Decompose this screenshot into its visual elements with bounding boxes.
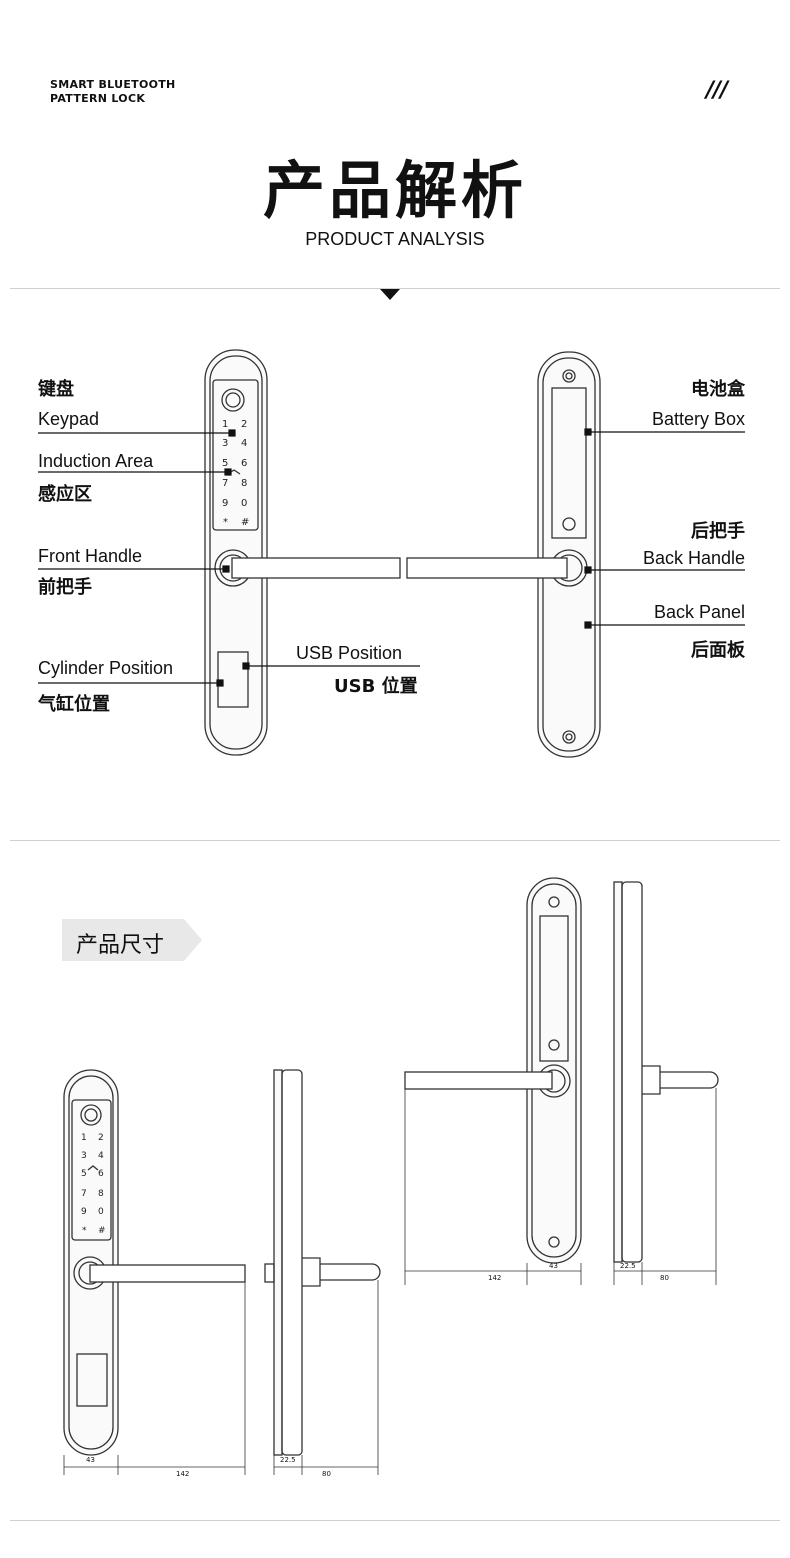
svg-text:#: # (98, 1226, 106, 1236)
back-panel-label-en: Back Panel (653, 602, 745, 622)
svg-text:0: 0 (98, 1207, 104, 1217)
back-panel-drawing (406, 351, 601, 758)
usb-label-cn: USB 位置 (334, 676, 418, 697)
size-tag-label: 产品尺寸 (76, 933, 165, 958)
dim-thickness-left: 22.5 (280, 1456, 296, 1464)
svg-text:6: 6 (98, 1169, 104, 1179)
svg-text:9: 9 (81, 1207, 87, 1217)
leader-lines (38, 428, 745, 687)
svg-text:#: # (241, 517, 249, 528)
back-handle-label-cn: 后把手 (691, 521, 745, 542)
svg-text:*: * (223, 517, 228, 528)
size-tag (62, 919, 184, 961)
size-front-drawing (63, 1069, 246, 1475)
front-handle-label-en: Front Handle (38, 546, 143, 566)
page-title: 产品解析 (262, 154, 527, 227)
size-front-keypad-digits: 1 2 3 4 5 6 7 8 9 0 * # (81, 1133, 106, 1236)
front-handle-label-cn: 前把手 (38, 577, 92, 598)
svg-text:2: 2 (241, 419, 247, 430)
divider-bottom (10, 1520, 780, 1521)
keypad-label-cn: 键盘 (38, 379, 74, 400)
slashes-icon: /// (706, 78, 728, 103)
front-panel-drawing (204, 349, 401, 756)
battery-label-en: Battery Box (651, 409, 745, 429)
dim-width-back: 43 (549, 1262, 558, 1270)
front-keypad-digits: 1 2 3 4 5 6 7 8 9 0 * # (222, 419, 249, 528)
dim-depth-right: 80 (660, 1274, 669, 1282)
section-arrow-icon (380, 289, 400, 300)
battery-label-cn: 电池盒 (691, 379, 745, 400)
svg-text:5: 5 (222, 458, 228, 469)
svg-text:1: 1 (222, 419, 228, 430)
induction-label-en: Induction Area (38, 451, 154, 471)
brand-line-1: SMART BLUETOOTH (50, 78, 176, 91)
dim-thickness-right: 22.5 (620, 1262, 636, 1270)
page-subtitle: PRODUCT ANALYSIS (305, 229, 485, 249)
svg-text:3: 3 (222, 438, 228, 449)
svg-text:8: 8 (241, 478, 247, 489)
svg-text:2: 2 (98, 1133, 104, 1143)
svg-text:4: 4 (98, 1151, 104, 1161)
brand-label: SMART BLUETOOTH PATTERN LOCK (50, 78, 176, 106)
divider-middle (10, 840, 780, 841)
usb-label-en: USB Position (296, 643, 403, 663)
dim-handle-back: 142 (488, 1274, 502, 1282)
cylinder-label-en: Cylinder Position (38, 658, 174, 678)
size-tag-arrow-icon (184, 919, 202, 961)
cylinder-label-cn: 气缸位置 (38, 694, 110, 715)
svg-text:6: 6 (241, 458, 247, 469)
back-panel-label-cn: 后面板 (691, 640, 745, 661)
dim-handle-front: 142 (176, 1470, 190, 1478)
svg-text:1: 1 (81, 1133, 87, 1143)
dim-depth-left: 80 (322, 1470, 331, 1478)
svg-text:*: * (82, 1226, 87, 1236)
svg-text:7: 7 (222, 478, 228, 489)
svg-text:4: 4 (241, 438, 247, 449)
back-handle-label-en: Back Handle (642, 548, 745, 568)
svg-text:3: 3 (81, 1151, 87, 1161)
svg-text:5: 5 (81, 1169, 87, 1179)
svg-text:7: 7 (81, 1189, 87, 1199)
size-side-drawing-left (264, 1069, 381, 1475)
keypad-label-en: Keypad (38, 409, 100, 429)
svg-text:9: 9 (222, 498, 228, 509)
size-side-drawing-right (613, 881, 719, 1285)
size-back-drawing (404, 877, 582, 1285)
dim-width-front: 43 (86, 1456, 95, 1464)
divider-top (10, 288, 780, 289)
svg-text:8: 8 (98, 1189, 104, 1199)
induction-label-cn: 感应区 (38, 484, 92, 505)
svg-text:0: 0 (241, 498, 247, 509)
brand-line-2: PATTERN LOCK (50, 92, 146, 105)
